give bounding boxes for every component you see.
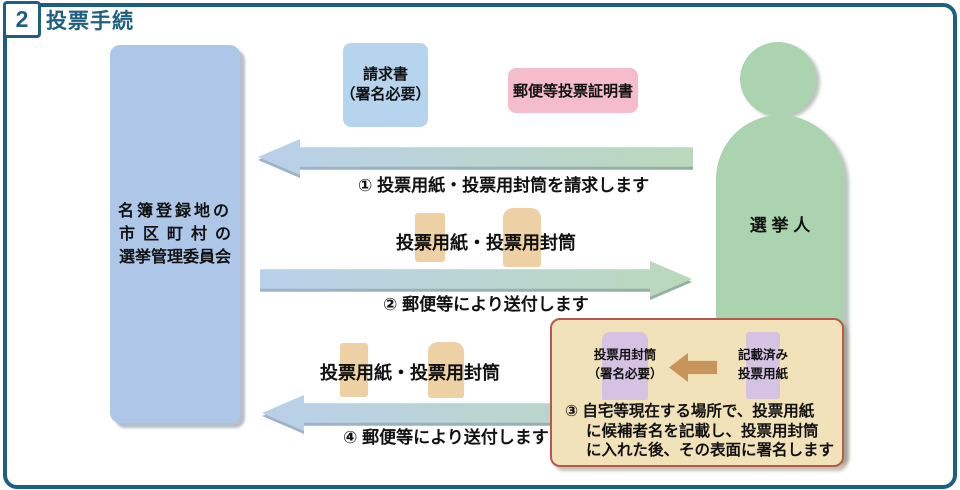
request-form-label-line2: （署名必要） — [340, 86, 431, 103]
section-number: 2 — [15, 6, 29, 32]
postal-vote-certificate-box: 郵便等投票証明書 — [508, 68, 638, 113]
ballot-paper-icon — [340, 343, 368, 397]
step1-label: ① 投票用紙・投票用封筒を請求します — [358, 176, 650, 195]
step3-line-3: に入れた後、その表面に署名します — [586, 442, 835, 459]
filled-ballot-label: 記載済み 投票用紙 — [737, 348, 788, 381]
committee-box: 名簿登録地の 市区町村の 選挙管理委員会 — [110, 45, 240, 423]
diagram-frame — [3, 3, 957, 489]
step3-notice-box: 投票用封筒 （署名必要） 記載済み 投票用紙 ③ 自宅等現在する場所で、投票用紙… — [550, 318, 844, 467]
step3-label: ③ 自宅等現在する場所で、投票用紙 に候補者名を記載し、投票用封筒 に入れた後、… — [565, 402, 837, 461]
ballot-envelope-icon — [428, 342, 464, 398]
step4-label: ④ 郵便等により送付します — [343, 428, 549, 447]
elector-head-icon — [740, 42, 816, 116]
step3-line-2: に候補者名を記載し、投票用封筒 — [586, 422, 819, 440]
committee-line-1: 名簿登録地の — [117, 202, 232, 220]
committee-line-3: 選挙管理委員会 — [118, 248, 231, 266]
row4-items-label: 投票用紙・投票用封筒 — [320, 363, 500, 383]
step2-label: ② 郵便等により送付します — [383, 295, 589, 314]
ballot-envelope-icon — [503, 208, 541, 267]
arrow-step2-right — [260, 261, 692, 301]
page-title: 投票手続 — [46, 10, 134, 33]
elector-label: 選 挙 人 — [749, 216, 811, 235]
arrow-step1-left — [258, 139, 693, 179]
insert-arrow-icon — [669, 353, 717, 382]
step3-line-1: ③ 自宅等現在する場所で、投票用紙 — [565, 403, 815, 420]
request-form-box: 請求書 （署名必要） — [340, 43, 431, 127]
postal-vote-certificate-label: 郵便等投票証明書 — [512, 83, 633, 100]
section-number-badge: 2 — [3, 1, 41, 38]
filled-ballot-icon — [746, 332, 780, 399]
signed-envelope-label: 投票用封筒 （署名必要） — [587, 348, 663, 381]
ballot-paper-icon — [415, 213, 445, 262]
row2-items-label: 投票用紙・投票用封筒 — [396, 233, 576, 253]
signed-envelope-icon — [602, 332, 648, 400]
request-form-label-line1: 請求書 — [362, 66, 408, 83]
committee-line-2: 市区町村の — [118, 225, 239, 243]
